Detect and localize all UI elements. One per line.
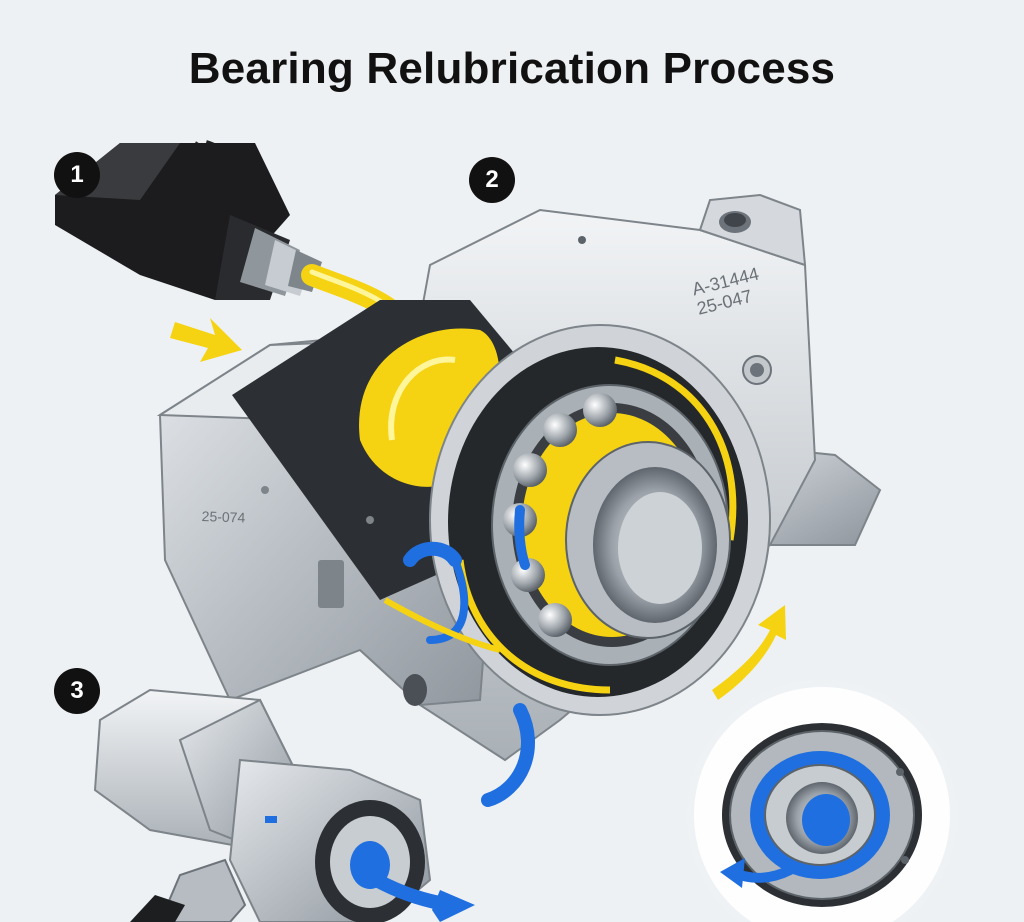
- housing-marking-side: 25-074: [201, 508, 245, 526]
- step-badge-1: 1: [54, 152, 100, 198]
- drain-fitting-icon: [95, 690, 475, 922]
- step-badge-2: 2: [469, 157, 515, 203]
- flow-arrow-icon: [170, 318, 242, 362]
- bearing-detail-icon: [682, 675, 962, 922]
- step-badge-3: 3: [54, 668, 100, 714]
